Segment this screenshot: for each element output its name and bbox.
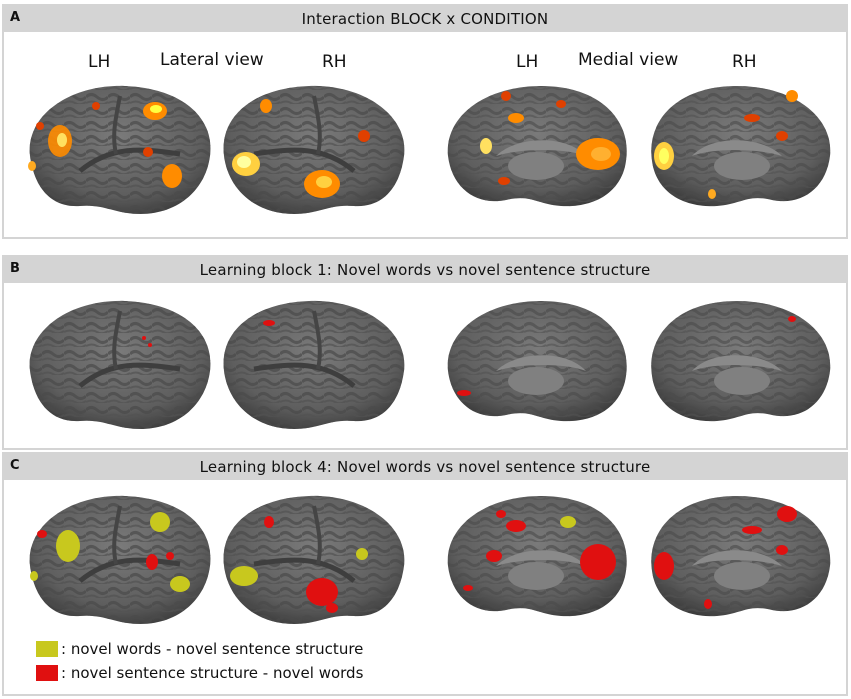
label-lh-lateral: LH [88, 52, 111, 72]
panel-a: A Interaction BLOCK x CONDITION LH Later… [2, 4, 848, 239]
panel-a-header: A Interaction BLOCK x CONDITION [4, 6, 846, 32]
panel-c-letter: C [10, 458, 20, 473]
brain-a-rh-medial [651, 86, 831, 207]
activation-cluster [30, 512, 190, 592]
legend-item-yellow: : novel words - novel sentence structure [36, 640, 363, 658]
panel-a-title: Interaction BLOCK x CONDITION [301, 10, 549, 28]
brain-c-lh-lateral [20, 486, 220, 636]
legend-swatch-yellow [36, 641, 58, 657]
label-lh-medial: LH [516, 52, 539, 72]
activation-cluster [457, 390, 471, 396]
label-rh-medial: RH [732, 52, 757, 72]
brain-b-rh-lateral [214, 291, 414, 441]
brain-a-rh-lateral [214, 76, 414, 226]
legend-swatch-red [36, 665, 58, 681]
activation-cluster [654, 506, 797, 609]
brain-a-lh-medial [447, 86, 627, 207]
panel-b: B Learning block 1: Novel words vs novel… [2, 255, 848, 450]
panel-a-letter: A [10, 10, 21, 25]
label-lateral-view: Lateral view [160, 50, 264, 70]
panel-c: C Learning block 4: Novel words vs novel… [2, 452, 848, 696]
activation-cluster [232, 99, 370, 198]
label-rh-lateral: RH [322, 52, 347, 72]
activation-cluster [142, 336, 152, 347]
brain-a-lh-lateral [20, 76, 220, 226]
label-medial-view: Medial view [578, 50, 679, 70]
activation-cluster [463, 510, 616, 591]
panel-b-header: B Learning block 1: Novel words vs novel… [4, 257, 846, 283]
activation-cluster [230, 516, 368, 613]
panel-b-title: Learning block 1: Novel words vs novel s… [199, 261, 651, 279]
activation-cluster [654, 90, 798, 199]
activation-cluster [263, 320, 275, 326]
brain-b-lh-lateral [20, 291, 220, 441]
legend-item-red: : novel sentence structure - novel words [36, 664, 363, 682]
brain-c-lh-medial [447, 496, 627, 617]
panel-c-title: Learning block 4: Novel words vs novel s… [199, 458, 651, 476]
brain-c-rh-medial [651, 496, 831, 617]
legend-label-yellow: : novel words - novel sentence structure [61, 640, 364, 658]
panel-b-letter: B [10, 261, 20, 276]
activation-cluster [480, 91, 620, 185]
brain-b-rh-medial [651, 301, 831, 422]
brain-c-rh-lateral [214, 486, 414, 636]
panel-c-header: C Learning block 4: Novel words vs novel… [4, 454, 846, 480]
activation-cluster [28, 102, 182, 188]
activation-cluster [788, 316, 796, 322]
brain-b-lh-medial [447, 301, 627, 422]
legend-label-red: : novel sentence structure - novel words [61, 664, 364, 682]
